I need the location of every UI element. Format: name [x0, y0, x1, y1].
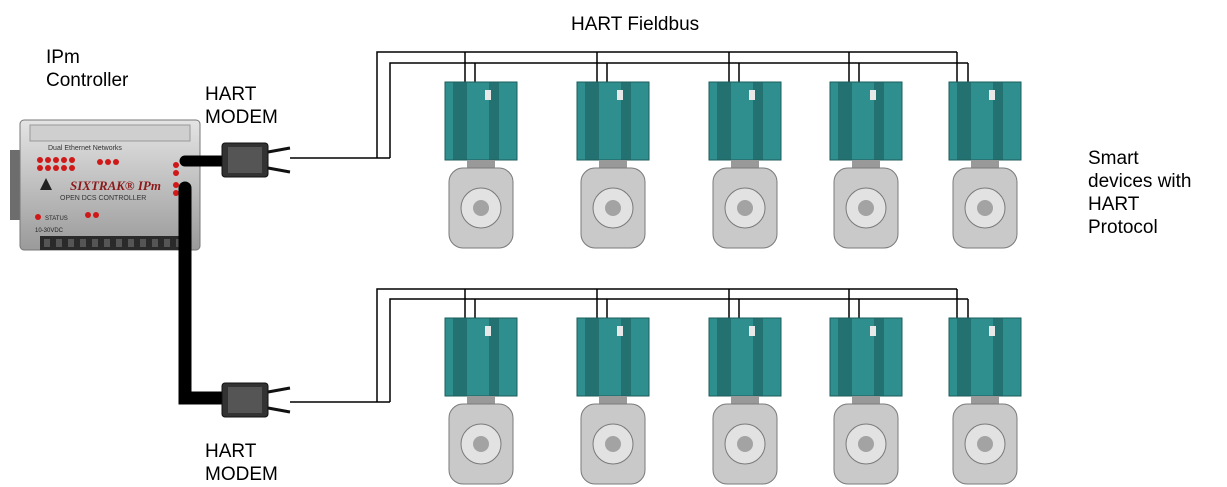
fieldbus-top [290, 51, 969, 159]
power-text: 10-30VDC [35, 228, 64, 234]
penguin-icon [40, 178, 52, 190]
devices-label: Smart devices with HART Protocol [1088, 148, 1192, 238]
smart-device [829, 81, 903, 249]
smart-device [576, 317, 650, 485]
fieldbus-label: HART Fieldbus [571, 14, 700, 35]
controller-top-ports [29, 124, 191, 142]
smart-device [708, 317, 782, 485]
modem-top-label: HART MODEM [205, 84, 278, 128]
hart-modem-bottom [221, 382, 291, 418]
bottom-serial-cable [178, 181, 232, 405]
serial-cables [178, 155, 232, 405]
smart-device [708, 81, 782, 249]
device-row-top [444, 81, 1022, 249]
smart-device [948, 81, 1022, 249]
smart-device [576, 81, 650, 249]
status-text: STATUS [45, 216, 68, 222]
smart-device [829, 317, 903, 485]
modem-bottom-label: HART MODEM [205, 441, 278, 485]
controller-label: IPm Controller [46, 47, 129, 91]
terminal-screws [44, 239, 182, 247]
smart-device [444, 81, 518, 249]
fieldbus-bottom [290, 288, 969, 403]
device-row-bottom [444, 317, 1022, 485]
smart-device [444, 317, 518, 485]
brand-text: SIXTRAK® IPm [70, 178, 161, 193]
smart-device [948, 317, 1022, 485]
subtitle-text: OPEN DCS CONTROLLER [60, 195, 146, 202]
network-text: Dual Ethernet Networks [48, 145, 122, 152]
ipm-controller: Dual Ethernet Networks SIXTRAK® IPm OPEN… [10, 119, 201, 251]
led-grid [35, 157, 179, 220]
hart-modem-top [221, 142, 291, 178]
